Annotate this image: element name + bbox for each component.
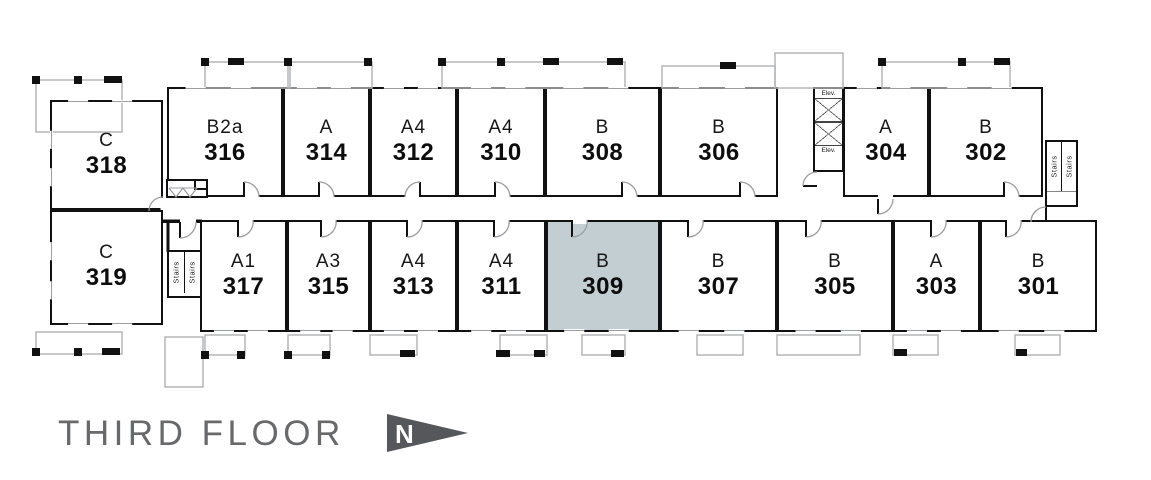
room-number-label: 311	[481, 272, 522, 300]
room-type-label: A4	[400, 250, 427, 272]
stairwell-west: Stairs Stairs	[167, 250, 202, 298]
room-number-label: 312	[392, 138, 435, 166]
elevator-cab-icon	[815, 122, 842, 146]
room-number-label: 316	[204, 138, 246, 166]
room-number-label: 318	[85, 151, 128, 179]
stair-cell: Stairs	[1047, 142, 1061, 191]
room-type-label: A	[929, 250, 944, 272]
elevator-shaft: Elev. Elev.	[813, 87, 844, 172]
room-type-label: B	[828, 250, 842, 272]
floor-title: THIRD FLOOR	[58, 414, 345, 453]
room-number-label: 306	[698, 138, 740, 166]
room-number-label: 307	[697, 272, 740, 300]
room-type-label: A3	[315, 250, 342, 272]
room-number-label: 310	[480, 138, 522, 166]
room-type-label: B	[711, 250, 726, 272]
room-type-label: B	[712, 116, 726, 138]
room-type-label: A4	[400, 116, 427, 138]
north-arrow: N	[387, 414, 468, 452]
room-type-label: B	[979, 116, 993, 138]
stair-cell: Stairs	[1061, 142, 1076, 191]
room-type-label: C	[99, 129, 114, 151]
room-number-label: 304	[865, 138, 907, 166]
room-number-label: 313	[392, 272, 435, 300]
room-type-label: A	[319, 116, 334, 138]
room-number-label: 308	[581, 138, 624, 166]
stairwell-east: Stairs Stairs	[1045, 140, 1078, 207]
room-number-label: 315	[307, 272, 350, 300]
stair-cell: Stairs	[184, 252, 200, 293]
stairs-label: Stairs	[1064, 155, 1074, 178]
room-type-label: B	[596, 250, 610, 272]
room-number-label: 317	[222, 272, 265, 300]
room-number-label: 305	[814, 272, 856, 300]
room-type-label: B	[595, 116, 610, 138]
room-type-label: B	[1031, 250, 1046, 272]
room-number-label: 309	[582, 272, 624, 300]
elevator-label: Elev.	[821, 90, 836, 97]
stairs-label: Stairs	[188, 261, 198, 284]
room-type-label: C	[99, 242, 114, 264]
room-number-label: 303	[915, 272, 958, 300]
stairs-label: Stairs	[1049, 155, 1059, 178]
room-number-label: 302	[965, 138, 1007, 166]
room-type-label: A1	[230, 250, 257, 272]
room-number-label: 314	[305, 138, 348, 166]
room-type-label: B2a	[206, 116, 244, 138]
room-type-label: A4	[488, 116, 514, 138]
room-number-label: 319	[85, 264, 128, 292]
north-arrow-shape	[387, 414, 468, 452]
elevator-cab-icon	[815, 98, 842, 122]
room-type-label: A	[879, 116, 893, 138]
elevator-label: Elev.	[821, 147, 836, 154]
north-arrow-label: N	[395, 419, 414, 449]
stair-cell: Stairs	[169, 252, 184, 293]
room-type-label: A4	[488, 250, 515, 272]
stairs-label: Stairs	[172, 261, 182, 284]
room-number-label: 301	[1017, 272, 1060, 300]
